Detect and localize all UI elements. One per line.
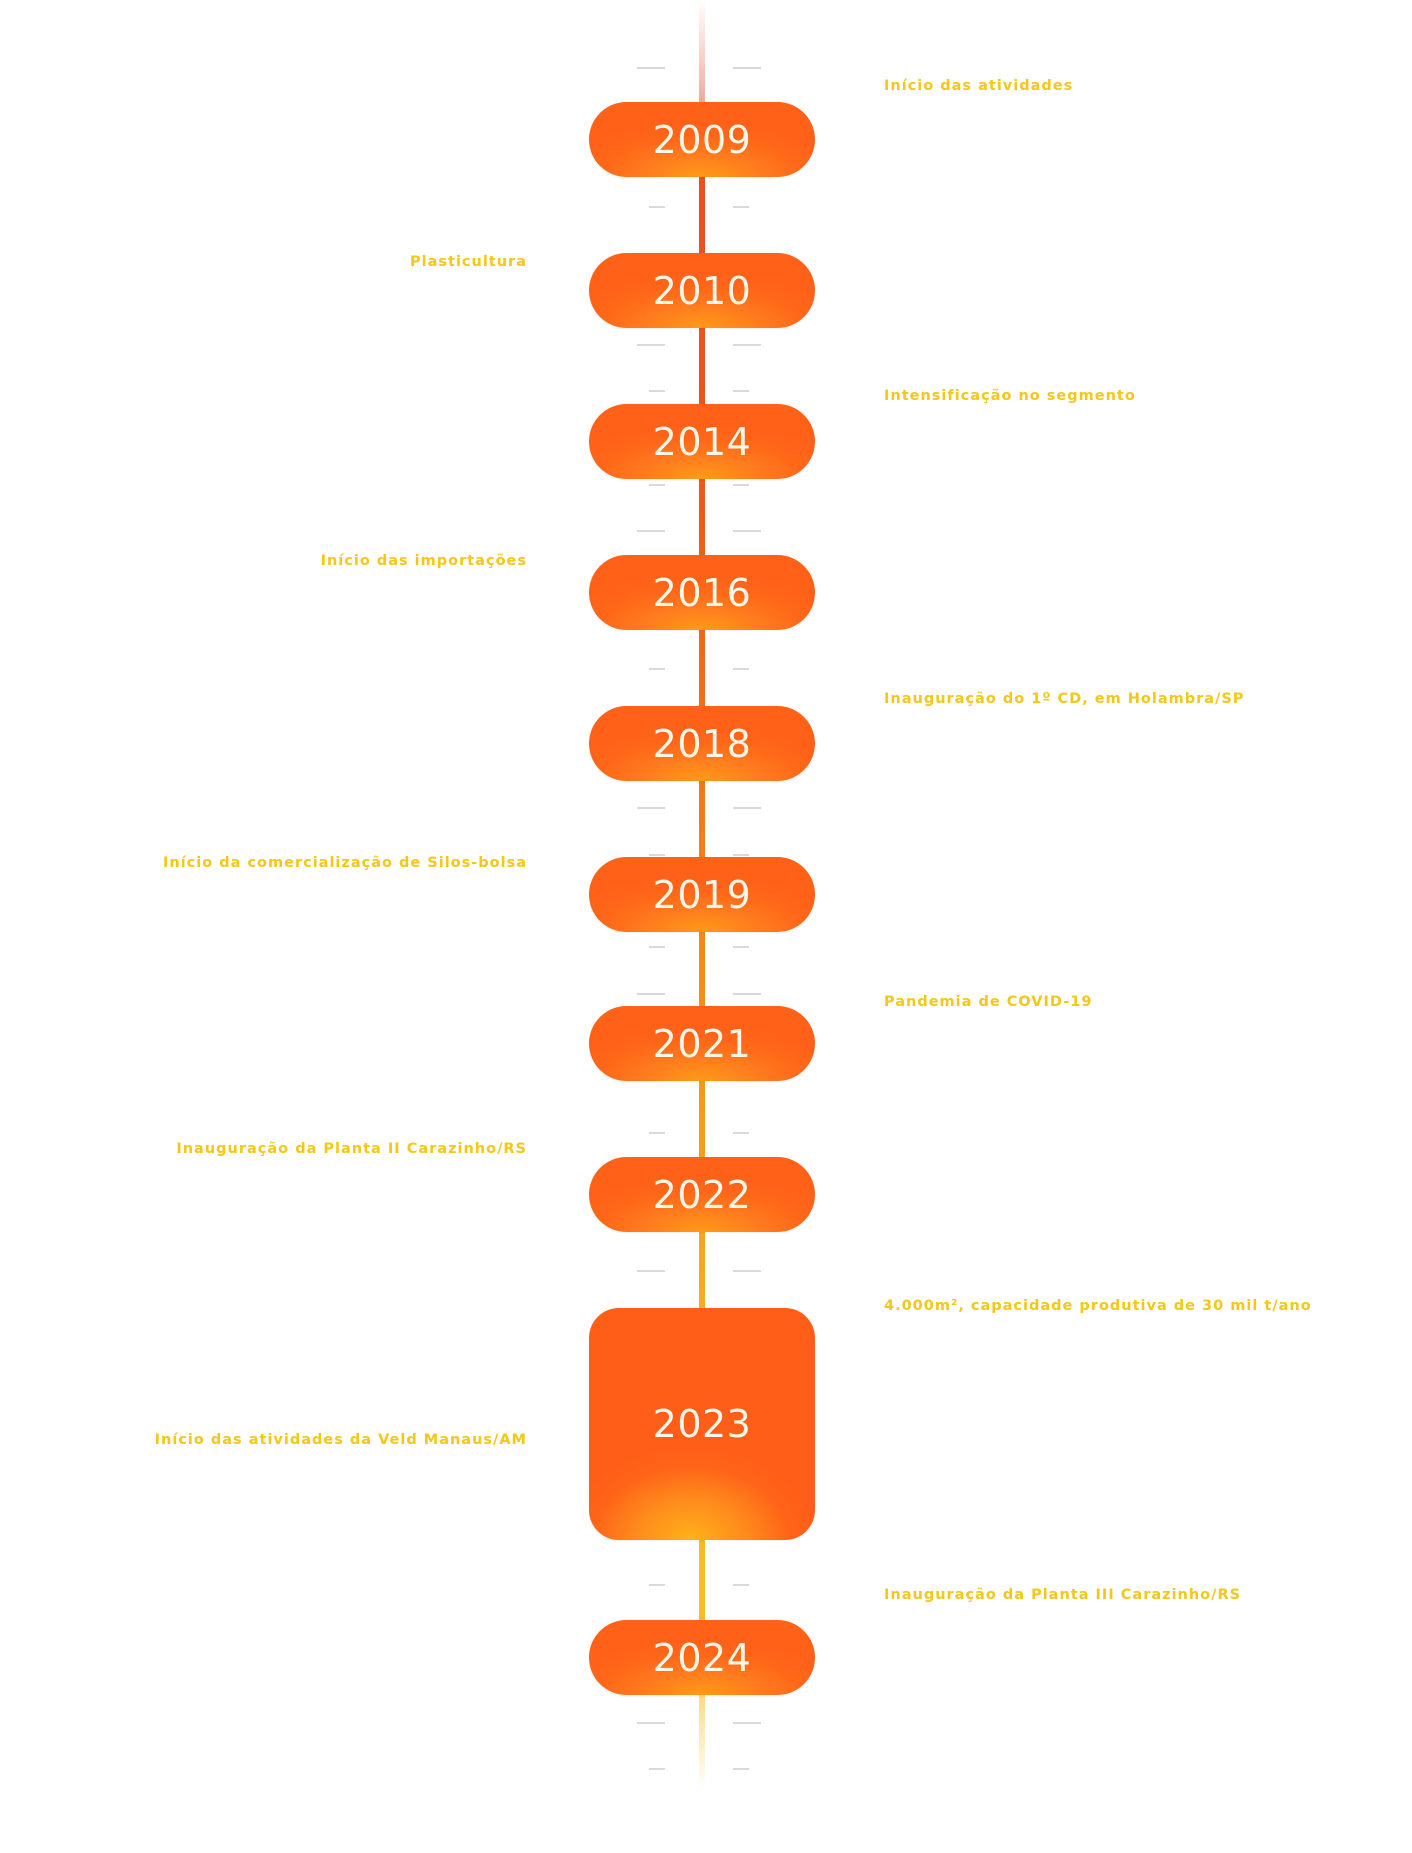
tick-dash bbox=[649, 854, 665, 856]
tick-dash bbox=[733, 946, 749, 948]
event-label: Inauguração do 1º CD, em Holambra/SP bbox=[884, 691, 1245, 707]
tick-dash bbox=[733, 1722, 761, 1724]
tick-dash bbox=[649, 946, 665, 948]
year-node-2009: 2009 bbox=[589, 102, 815, 177]
tick-dash bbox=[649, 390, 665, 392]
event-label: Intensificação no segmento bbox=[884, 388, 1136, 404]
event-label: Início das importações bbox=[320, 553, 527, 569]
event-label: Início das atividades bbox=[884, 78, 1074, 94]
year-node-2019: 2019 bbox=[589, 857, 815, 932]
year-node-2016: 2016 bbox=[589, 555, 815, 630]
year-node-2024: 2024 bbox=[589, 1620, 815, 1695]
tick-dash bbox=[733, 484, 749, 486]
tick-dash bbox=[733, 1584, 749, 1586]
event-label: Inauguração da Planta II Carazinho/RS bbox=[176, 1141, 527, 1157]
tick-dash bbox=[733, 67, 761, 69]
tick-dash bbox=[637, 344, 665, 346]
event-label: Plasticultura bbox=[410, 254, 527, 270]
tick-dash bbox=[733, 1270, 761, 1272]
tick-dash bbox=[649, 1132, 665, 1134]
tick-dash bbox=[637, 1270, 665, 1272]
year-node-2021: 2021 bbox=[589, 1006, 815, 1081]
tick-dash bbox=[733, 1132, 749, 1134]
event-label: Pandemia de COVID-19 bbox=[884, 994, 1093, 1010]
tick-dash bbox=[637, 993, 665, 995]
tick-dash bbox=[649, 1768, 665, 1770]
tick-dash bbox=[733, 344, 761, 346]
tick-dash bbox=[733, 854, 749, 856]
year-node-2022: 2022 bbox=[589, 1157, 815, 1232]
tick-dash bbox=[733, 1768, 749, 1770]
tick-dash bbox=[733, 390, 749, 392]
event-label: 4.000m², capacidade produtiva de 30 mil … bbox=[884, 1298, 1312, 1314]
event-label: Início da comercialização de Silos-bolsa bbox=[162, 855, 527, 871]
tick-dash bbox=[733, 530, 761, 532]
event-label: Início das atividades da Veld Manaus/AM bbox=[154, 1432, 527, 1448]
tick-dash bbox=[733, 206, 749, 208]
tick-dash bbox=[637, 1722, 665, 1724]
tick-dash bbox=[649, 1584, 665, 1586]
year-node-2023: 2023 bbox=[589, 1308, 815, 1540]
year-node-2018: 2018 bbox=[589, 706, 815, 781]
tick-dash bbox=[637, 67, 665, 69]
year-node-2010: 2010 bbox=[589, 253, 815, 328]
tick-dash bbox=[733, 807, 761, 809]
year-node-2014: 2014 bbox=[589, 404, 815, 479]
event-label: Inauguração da Planta III Carazinho/RS bbox=[884, 1587, 1242, 1603]
tick-dash bbox=[637, 807, 665, 809]
tick-dash bbox=[649, 668, 665, 670]
tick-dash bbox=[733, 993, 761, 995]
tick-dash bbox=[637, 530, 665, 532]
tick-dash bbox=[649, 484, 665, 486]
tick-dash bbox=[733, 668, 749, 670]
tick-dash bbox=[649, 206, 665, 208]
